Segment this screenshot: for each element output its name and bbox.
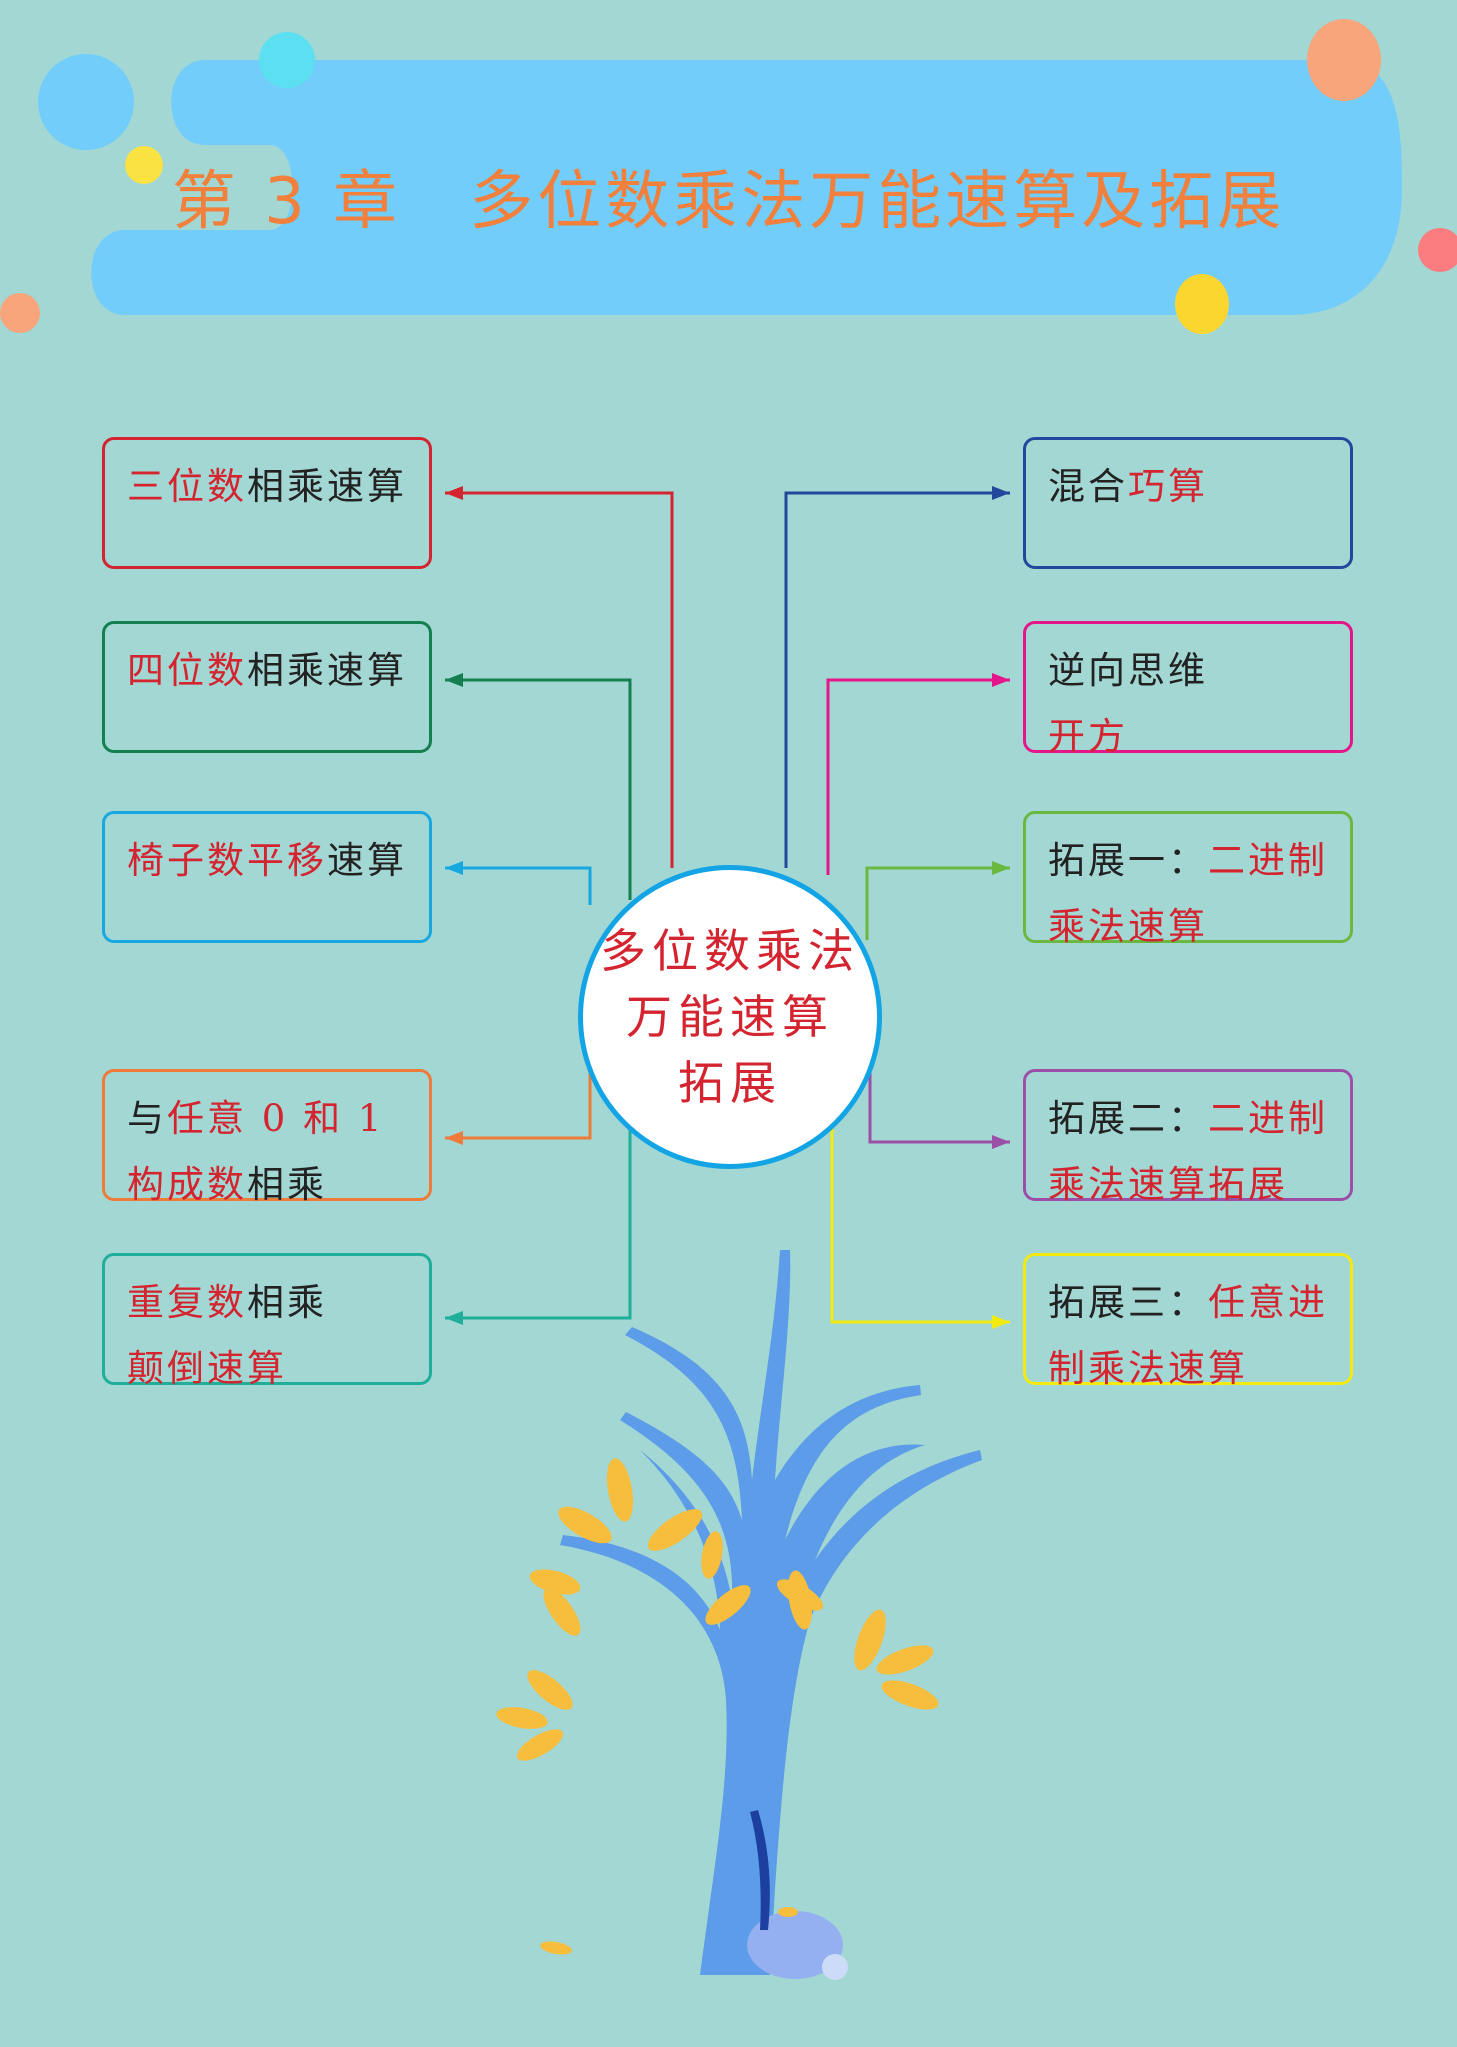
node-text: 相乘速算 — [247, 465, 407, 508]
central-topic-line: 拓展 — [678, 1056, 782, 1110]
node-text: 混合 — [1048, 465, 1128, 508]
node-text: 乘法速算 — [1048, 905, 1208, 948]
node-text: 相乘 — [247, 1281, 327, 1324]
node-line: 与任意 0 和 1 — [127, 1086, 411, 1152]
node-line: 三位数相乘速算 — [127, 454, 411, 520]
node-box: 四位数相乘速算 — [102, 621, 432, 753]
node-box: 混合巧算 — [1023, 437, 1353, 569]
central-topic-line: 万能速算 — [626, 990, 834, 1044]
node-box: 拓展二：二进制乘法速算拓展 — [1023, 1069, 1353, 1206]
node-text: 制乘法速算 — [1048, 1347, 1248, 1390]
connector-arrow — [830, 1110, 1010, 1329]
node-text: 任意进 — [1208, 1281, 1328, 1324]
node-text: 任意 0 和 1 — [167, 1097, 385, 1140]
node-line: 拓展三：任意进 — [1048, 1270, 1332, 1336]
node-line: 拓展二：二进制 — [1048, 1086, 1332, 1152]
node-box: 三位数相乘速算 — [102, 437, 432, 569]
node-text: 颠倒速算 — [127, 1347, 287, 1390]
yellow-dot — [1175, 274, 1229, 334]
node-line: 四位数相乘速算 — [127, 638, 411, 704]
title-banner — [91, 60, 1402, 315]
node-text: 速算 — [327, 839, 407, 882]
node-text: 逆向思维 — [1048, 649, 1208, 692]
node-text: 乘法速算拓展 — [1048, 1163, 1288, 1206]
node-line: 乘法速算 — [1048, 894, 1332, 960]
node-line: 颠倒速算 — [127, 1336, 411, 1402]
node-line: 重复数相乘 — [127, 1270, 411, 1336]
cyan-dot — [259, 32, 315, 88]
pink-dot — [1418, 228, 1457, 272]
node-text: 二进制 — [1208, 1097, 1328, 1140]
node-text: 椅子数平移 — [127, 839, 327, 882]
node-line: 乘法速算拓展 — [1048, 1152, 1332, 1218]
node-text: 相乘 — [247, 1163, 327, 1206]
node-text: 相乘速算 — [247, 649, 407, 692]
node-text: 巧算 — [1128, 465, 1208, 508]
node-line: 制乘法速算 — [1048, 1336, 1332, 1402]
yellow-dot — [125, 146, 163, 184]
connector-arrow — [445, 486, 674, 868]
node-text: 开方 — [1048, 715, 1128, 758]
node-text: 二进制 — [1208, 839, 1328, 882]
page-title: 第 3 章 多位数乘法万能速算及拓展 — [171, 165, 1286, 239]
node-text: 拓展三： — [1048, 1281, 1208, 1324]
node-line: 混合巧算 — [1048, 454, 1332, 520]
node-box: 逆向思维开方 — [1023, 621, 1353, 758]
orange-dot — [1307, 19, 1381, 101]
central-topic: 多位数乘法 万能速算 拓展 — [578, 865, 882, 1169]
connector-arrow — [826, 673, 1010, 875]
node-box: 与任意 0 和 1 构成数相乘 — [102, 1069, 432, 1206]
node-text: 三位数 — [127, 465, 247, 508]
node-line: 逆向思维 — [1048, 638, 1332, 704]
node-text: 构成数 — [127, 1163, 247, 1206]
node-text: 拓展一： — [1048, 839, 1208, 882]
node-box: 椅子数平移速算 — [102, 811, 432, 943]
node-text: 重复数 — [127, 1281, 247, 1324]
blue-dot — [38, 54, 134, 150]
node-line: 构成数相乘 — [127, 1152, 411, 1218]
connector-arrow — [784, 486, 1010, 868]
node-line: 椅子数平移速算 — [127, 828, 411, 894]
connector-arrow — [445, 1060, 592, 1145]
node-text: 四位数 — [127, 649, 247, 692]
node-line: 开方 — [1048, 704, 1332, 770]
node-box: 拓展一：二进制乘法速算 — [1023, 811, 1353, 948]
central-topic-line: 多位数乘法 — [600, 924, 860, 978]
connector-arrow — [445, 673, 632, 900]
orange-dot — [0, 293, 40, 333]
node-text: 拓展二： — [1048, 1097, 1208, 1140]
node-line: 拓展一：二进制 — [1048, 828, 1332, 894]
connector-arrow — [445, 1105, 632, 1325]
node-text: 与 — [127, 1097, 167, 1140]
connector-arrow — [865, 861, 1010, 940]
node-box: 重复数相乘颠倒速算 — [102, 1253, 432, 1390]
node-box: 拓展三：任意进制乘法速算 — [1023, 1253, 1353, 1390]
connector-arrow — [445, 861, 592, 905]
